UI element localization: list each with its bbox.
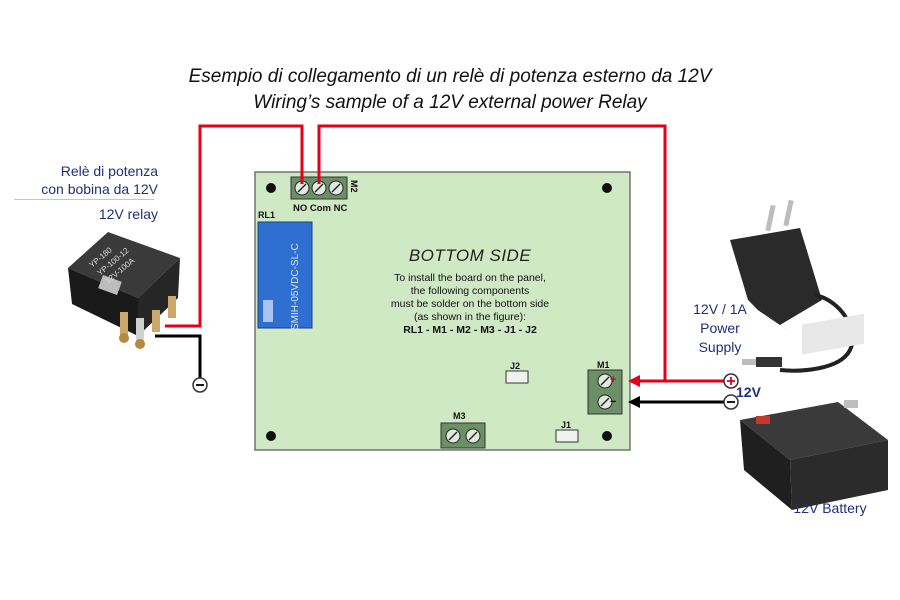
m2-terminals-label: NO Com NC — [293, 203, 348, 214]
rl1-label: RL1 — [258, 210, 276, 220]
arrow-positive — [628, 375, 640, 387]
mounting-hole — [602, 183, 612, 193]
mounting-hole — [266, 183, 276, 193]
psu-line3: Supply — [698, 339, 742, 355]
title-english: Wiring’s sample of a 12V external power … — [253, 92, 647, 113]
j2-label: J2 — [510, 361, 521, 371]
rl1-part-text: SMIH-05VDC-SL-C — [290, 243, 301, 330]
battery-icon — [740, 313, 888, 510]
voltage-label: 12V — [736, 384, 761, 400]
external-relay-icon — [68, 232, 180, 349]
wire-relay-to-no — [165, 124, 304, 328]
mounting-hole — [602, 431, 612, 441]
relay-label-line2: con bobina da 12V — [41, 181, 158, 197]
board-components-list: RL1 - M1 - M2 - M3 - J1 - J2 — [403, 324, 537, 336]
m3-label: M3 — [453, 411, 466, 421]
pcb-board — [254, 171, 631, 451]
mounting-hole — [266, 431, 276, 441]
instruction-line: the following components — [410, 285, 530, 297]
psu-line2: Power — [700, 320, 740, 336]
psu-line1: 12V / 1A — [693, 301, 747, 317]
m2-label: M2 — [349, 180, 359, 193]
relay-label: Relè di potenza con bobina da 12V — [8, 162, 158, 198]
power-supply-label: 12V / 1A Power Supply — [655, 300, 785, 357]
board-heading: BOTTOM SIDE — [408, 246, 532, 265]
wire-relay-ground — [155, 334, 202, 378]
arrow-negative — [628, 396, 640, 408]
instruction-line: must be solder on the bottom side — [390, 298, 550, 310]
j1-jumper — [555, 429, 579, 443]
relay-label-line1: Relè di potenza — [60, 163, 158, 179]
board-instructions: To install the board on the panel, the f… — [340, 272, 600, 324]
m1-plus-mark: + — [610, 374, 617, 386]
rl1-logo — [263, 300, 273, 322]
m1-minus-mark: − — [610, 396, 617, 408]
instruction-line: (as shown in the figure): — [413, 311, 527, 323]
wire-com-to-positive — [317, 124, 725, 383]
battery-label: 12V Battery — [793, 500, 867, 516]
relay-label-english: 12V relay — [98, 206, 158, 222]
j2-jumper — [505, 370, 529, 384]
relay-label-divider — [14, 199, 154, 200]
m1-label: M1 — [597, 360, 610, 370]
j1-label: J1 — [561, 420, 572, 430]
title-italian: Esempio di collegamento di un relè di po… — [188, 66, 712, 87]
instruction-line: To install the board on the panel, — [394, 272, 546, 284]
power-supply-icon — [730, 199, 855, 373]
